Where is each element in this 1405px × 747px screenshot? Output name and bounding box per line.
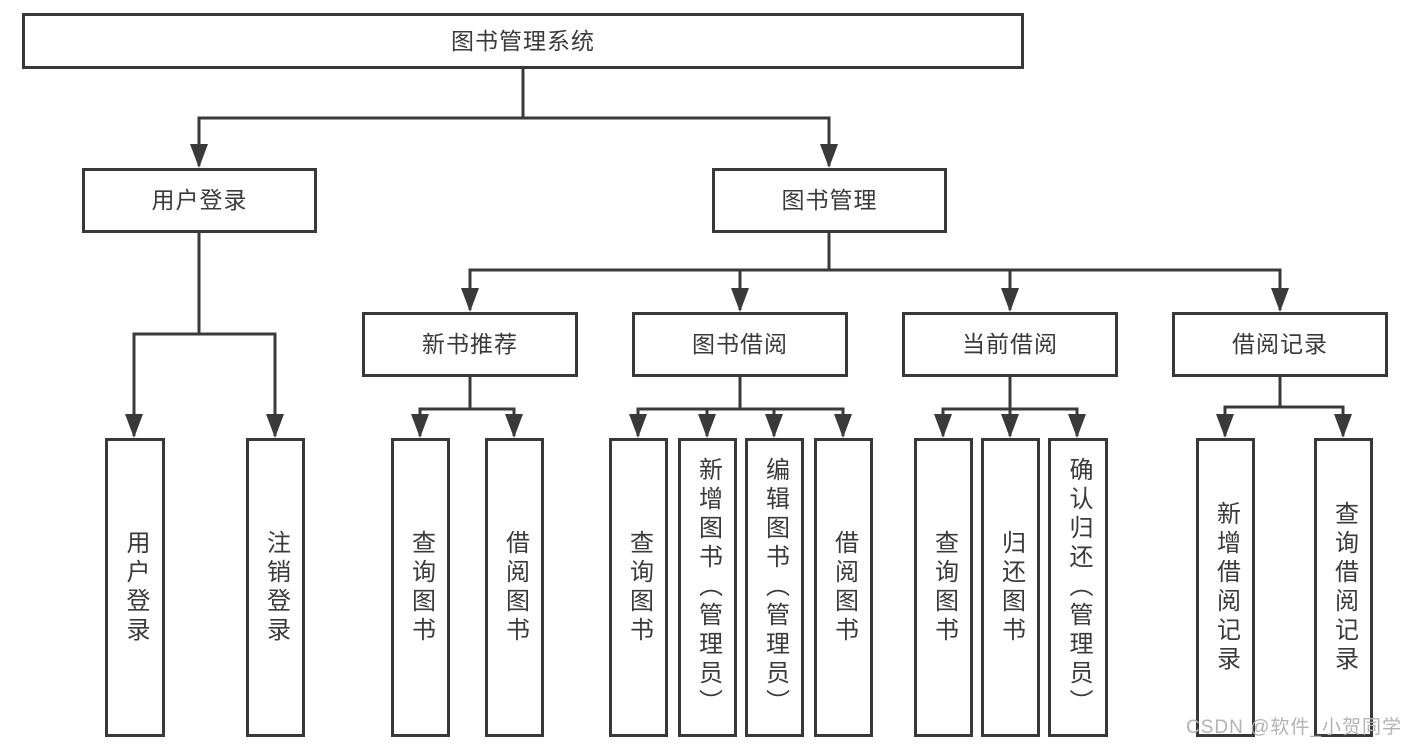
leaf-logout: 注销登录 bbox=[246, 438, 305, 737]
node-borrow-records: 借阅记录 bbox=[1172, 312, 1388, 377]
connector-current-borrow-children bbox=[934, 377, 1086, 438]
leaf-add-book-admin: 新增图书（管理员） bbox=[678, 438, 737, 737]
leaf-user-login: 用户登录 bbox=[105, 438, 165, 737]
node-new-book-recommend: 新书推荐 bbox=[362, 312, 578, 377]
leaf-return-book: 归还图书 bbox=[981, 438, 1040, 737]
node-book-borrow: 图书借阅 bbox=[632, 312, 848, 377]
connector-book-management-to-groups bbox=[461, 233, 1289, 312]
csdn-watermark: CSDN @软件_小贺同学 bbox=[1186, 717, 1402, 738]
leaf-borrow-books: 借阅图书 bbox=[814, 438, 873, 737]
connector-root-to-level2 bbox=[190, 69, 838, 168]
leaf-add-borrow-record: 新增借阅记录 bbox=[1196, 438, 1255, 737]
connector-user-login-children bbox=[125, 233, 284, 438]
leaf-query-books-borrow: 查询图书 bbox=[609, 438, 668, 737]
node-book-management: 图书管理 bbox=[712, 168, 947, 233]
leaf-query-borrow-record: 查询借阅记录 bbox=[1314, 438, 1373, 737]
connector-new-book-recommend-children bbox=[411, 377, 523, 438]
leaf-edit-book-admin: 编辑图书（管理员） bbox=[745, 438, 804, 737]
node-current-borrow: 当前借阅 bbox=[902, 312, 1118, 377]
leaf-confirm-return-admin: 确认归还（管理员） bbox=[1048, 438, 1108, 737]
connector-book-borrow-children bbox=[629, 377, 852, 438]
leaf-query-books-recommend: 查询图书 bbox=[391, 438, 450, 737]
leaf-borrow-books-recommend: 借阅图书 bbox=[485, 438, 544, 737]
connector-borrow-records-children bbox=[1216, 377, 1352, 438]
node-root: 图书管理系统 bbox=[22, 13, 1024, 69]
node-user-login: 用户登录 bbox=[82, 168, 317, 233]
leaf-query-books-current: 查询图书 bbox=[914, 438, 973, 737]
